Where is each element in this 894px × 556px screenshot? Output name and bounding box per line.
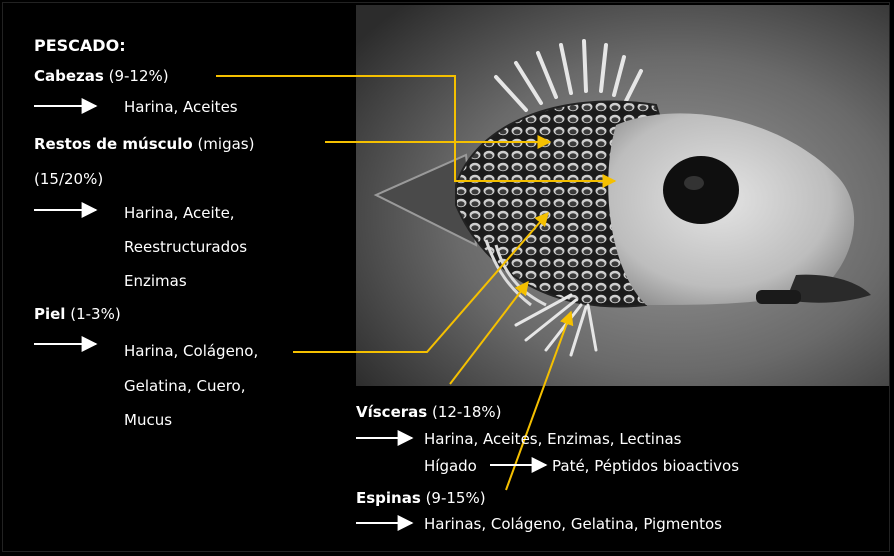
piel-name: Piel: [34, 305, 65, 323]
callout-piel: [293, 213, 548, 352]
cabezas-name: Cabezas: [34, 67, 104, 85]
piel-pct: (1-3%): [70, 305, 120, 323]
visceras-label: Vísceras (12-18%): [356, 403, 502, 421]
cabezas-label: Cabezas (9-12%): [34, 67, 169, 85]
restos-use-3: Enzimas: [124, 272, 187, 290]
higado-label: Hígado: [424, 457, 477, 475]
title: PESCADO:: [34, 37, 126, 55]
cabezas-uses: Harina, Aceites: [124, 98, 238, 116]
restos-use-1: Harina, Aceite,: [124, 204, 235, 222]
piel-use-1: Harina, Colágeno,: [124, 342, 258, 360]
higado-uses: Paté, Péptidos bioactivos: [552, 457, 739, 475]
callout-visceras: [450, 282, 528, 384]
espinas-pct: (9-15%): [426, 489, 486, 507]
restos-use-2: Reestructurados: [124, 238, 247, 256]
piel-use-2: Gelatina, Cuero,: [124, 377, 246, 395]
restos-label: Restos de músculo (migas): [34, 135, 254, 153]
visceras-uses: Harina, Aceites, Enzimas, Lectinas: [424, 430, 681, 448]
espinas-label: Espinas (9-15%): [356, 489, 486, 507]
restos-pct: (15/20%): [34, 170, 103, 188]
visceras-pct: (12-18%): [432, 403, 502, 421]
restos-name: Restos de músculo: [34, 135, 193, 153]
espinas-name: Espinas: [356, 489, 421, 507]
visceras-name: Vísceras: [356, 403, 427, 421]
restos-sub: (migas): [197, 135, 254, 153]
espinas-uses: Harinas, Colágeno, Gelatina, Pigmentos: [424, 515, 722, 533]
piel-label: Piel (1-3%): [34, 305, 121, 323]
cabezas-pct: (9-12%): [109, 67, 169, 85]
callout-cabezas: [216, 76, 615, 181]
piel-use-3: Mucus: [124, 411, 172, 429]
